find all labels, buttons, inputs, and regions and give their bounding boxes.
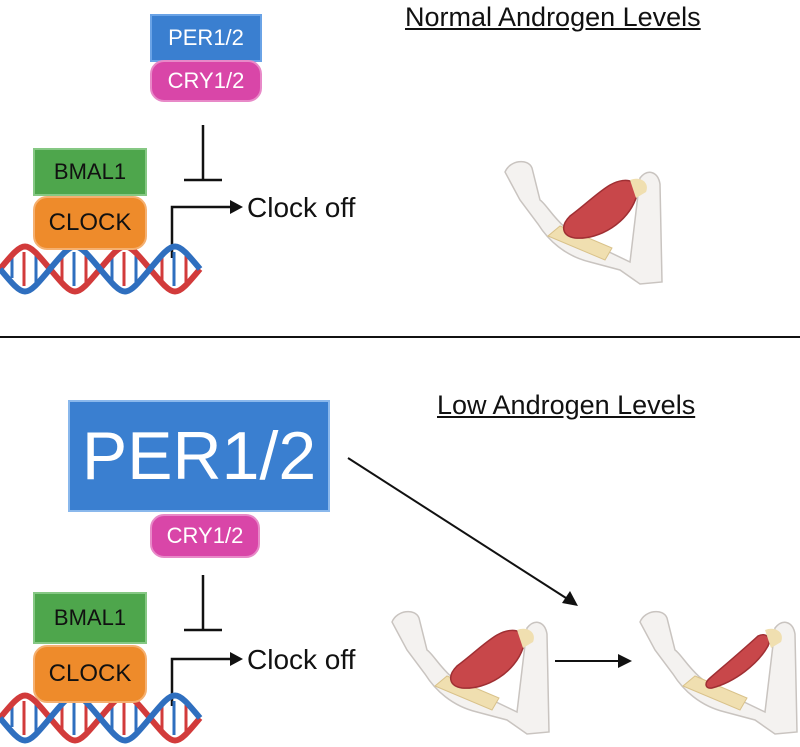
clock-box-bottom: CLOCK [33,645,147,703]
arm-muscle-icon [639,610,798,735]
bmal-box-top: BMAL1 [33,148,147,196]
per-box-bottom: PER1/2 [68,400,330,512]
clock-output-label-top: Clock off [247,192,356,223]
top-panel-title: Normal Androgen Levels [405,2,701,32]
cry-box-top: CRY1/2 [150,60,262,102]
arrow-icon [347,457,578,606]
bmal-box-bottom: BMAL1 [33,592,147,644]
arrow-icon [555,654,632,668]
arm-muscle-icon [391,610,550,735]
inhibition-icon [184,125,222,182]
per-box-top: PER1/2 [150,14,262,62]
cry-box-bottom: CRY1/2 [150,514,260,558]
arrow-icon [170,652,243,706]
dna-helix-icon [0,692,203,744]
clock-box-top: CLOCK [33,196,147,250]
inhibition-icon [184,575,222,632]
bottom-panel-title: Low Androgen Levels [437,390,696,420]
arm-muscle-icon [504,160,663,285]
dna-helix-icon [0,243,203,295]
clock-output-label-bottom: Clock off [247,644,356,675]
arrow-icon [170,200,243,258]
